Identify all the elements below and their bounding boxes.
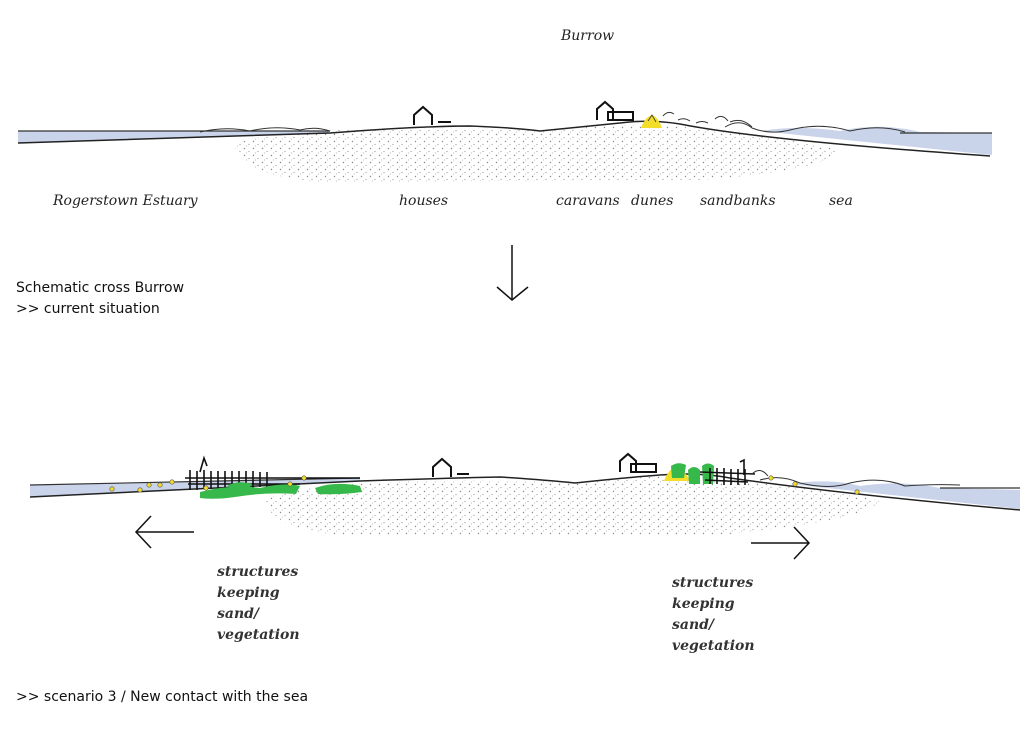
location-title: Burrow: [561, 28, 615, 44]
arrow-right-icon: [751, 526, 811, 560]
dune-icon: [641, 115, 662, 128]
label-rogerstown-estuary: Rogerstown Estuary: [53, 193, 198, 209]
arrow-down-icon: [496, 245, 529, 301]
house-icon: [413, 105, 433, 125]
sea-wave-top: [724, 122, 906, 133]
caravan-icon-bottom: [619, 452, 657, 473]
ground-line-bottom: [29, 473, 1021, 511]
note-structures-left: structures keeping sand/ vegetation: [217, 562, 300, 646]
vegetation-left: [200, 482, 362, 499]
sand-dots-left: [109, 475, 307, 493]
bottom-section: [29, 452, 1021, 535]
top-section: [17, 100, 992, 182]
ground-line-top: [17, 120, 991, 157]
fence-structure-right: [699, 458, 756, 485]
note-right-line4: vegetation: [672, 638, 755, 654]
arrow-left-icon: [134, 515, 194, 549]
label-houses: houses: [399, 193, 449, 209]
estuary-wave-top: [199, 127, 331, 133]
note-right-line1: structures: [672, 575, 754, 591]
note-right-line3: sand/: [672, 617, 715, 633]
sea-water-top: [760, 126, 992, 155]
label-caravans: caravans: [556, 193, 620, 209]
label-sea: sea: [829, 193, 853, 209]
note-right-line2: keeping: [672, 596, 735, 612]
sea-wave-bottom: [759, 477, 961, 487]
sand-body-top: [235, 124, 840, 182]
caravan-icon: [596, 100, 634, 121]
sandbank-marks: [662, 111, 753, 128]
label-sandbanks: sandbanks: [700, 193, 776, 209]
sand-dots-right: [768, 475, 860, 495]
note-left-line3: sand/: [217, 606, 260, 622]
caption-current-line2: >> current situation: [16, 301, 160, 317]
note-left-line1: structures: [217, 564, 299, 580]
label-dunes: dunes: [631, 193, 674, 209]
sand-body-bottom: [265, 476, 880, 535]
house-icon-bottom: [432, 457, 452, 477]
note-structures-right: structures keeping sand/ vegetation: [672, 573, 755, 657]
note-left-line2: keeping: [217, 585, 280, 601]
sea-water-bottom: [790, 481, 1020, 509]
vegetation-right: [671, 463, 714, 484]
caption-current: Schematic cross Burrow >> current situat…: [16, 278, 184, 320]
note-left-line4: vegetation: [217, 627, 300, 643]
caption-current-line1: Schematic cross Burrow: [16, 280, 185, 296]
caption-scenario: >> scenario 3 / New contact with the sea: [16, 689, 309, 705]
